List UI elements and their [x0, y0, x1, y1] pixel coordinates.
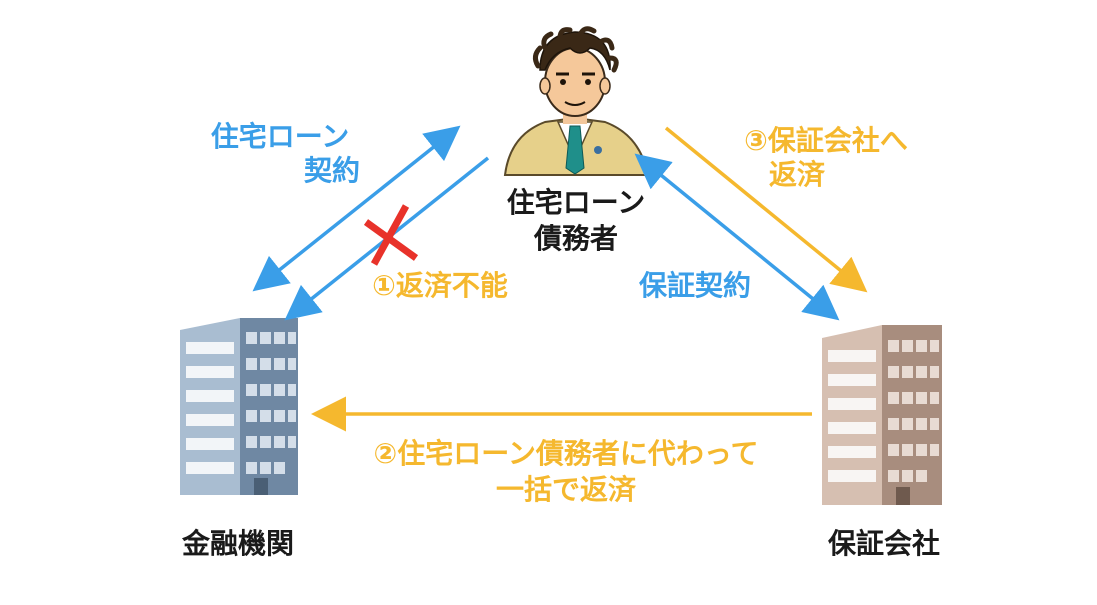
loan-contract-label-line2: 契約: [304, 154, 360, 187]
debtor-label-line2: 債務者: [533, 222, 618, 255]
repay-guarantor-arrow: [664, 126, 868, 293]
guarantor-building-icon: [822, 325, 942, 505]
bank-building-icon: [180, 318, 298, 495]
debtor-label-line1: 住宅ローン: [507, 186, 646, 219]
guarantee-contract-arrow: [634, 153, 840, 321]
default-label: ①返済不能: [372, 269, 508, 302]
subrogation-label-line2: 一括で返済: [496, 473, 637, 506]
loan-contract-label-line1: 住宅ローン: [211, 120, 350, 153]
guarantor-label: 保証会社: [828, 527, 940, 560]
debtor-person-icon: [503, 26, 650, 176]
guarantee-contract-label: 保証契約: [639, 269, 751, 302]
subrogation-label-line1: ②住宅ローン債務者に代わって: [374, 437, 759, 470]
bank-label: 金融機関: [181, 527, 294, 560]
repay-guarantor-label-line2: 返済: [769, 158, 826, 191]
cross-mark-icon: [363, 204, 419, 266]
repay-guarantor-label-line1: ③保証会社へ: [744, 124, 908, 157]
loan-contract-arrow: [252, 125, 461, 292]
